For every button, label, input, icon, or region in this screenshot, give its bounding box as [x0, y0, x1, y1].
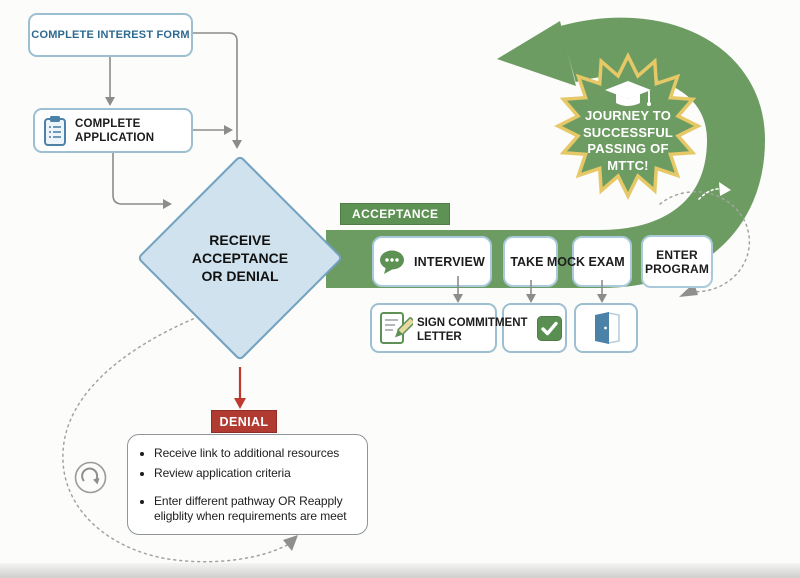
white-arrowhead — [719, 182, 731, 196]
graduation-cap-icon — [605, 81, 651, 106]
acceptance-tag: ACCEPTANCE — [340, 203, 451, 225]
enter-door-box — [574, 303, 638, 353]
acceptance-tag-label: ACCEPTANCE — [352, 207, 439, 221]
denial-option: Review application criteria — [154, 466, 361, 482]
step-interview: INTERVIEW — [372, 236, 492, 287]
interest-form-label: COMPLETE INTEREST FORM — [31, 29, 190, 41]
retry-loop-icon — [74, 461, 107, 494]
denial-options-box: Receive link to additional resources Rev… — [127, 434, 368, 535]
application-label: COMPLETE APPLICATION — [75, 117, 155, 144]
chat-bubble-icon — [379, 250, 404, 274]
step-complete-application: COMPLETE APPLICATION — [33, 108, 193, 153]
mock-exam-label: TAKE MOCK EXAM — [510, 254, 625, 269]
checkmark-icon — [537, 315, 562, 341]
page-edge-shadow — [0, 563, 800, 578]
white-dotted-arrow — [698, 188, 722, 200]
decision-label: RECEIVE ACCEPTANCE OR DENIAL — [191, 232, 289, 284]
clipboard-icon — [44, 115, 66, 146]
step-sign-commitment-letter — [370, 303, 497, 353]
open-door-icon — [595, 312, 620, 344]
denial-options-list: Receive link to additional resources Rev… — [130, 446, 361, 525]
commitment-letter-label: SIGN COMMITMENT LETTER — [417, 317, 528, 343]
denial-option: Enter different pathway OR Reapply eligb… — [154, 494, 361, 526]
denial-tag: DENIAL — [211, 410, 277, 433]
denial-arrowhead — [234, 398, 246, 409]
goal-label: JOURNEY TO SUCCESSFUL PASSING OF MTTC! — [582, 108, 674, 173]
step-enter-program: ENTER PROGRAM — [641, 235, 713, 288]
signature-document-icon — [380, 312, 413, 344]
interview-label: INTERVIEW — [413, 254, 486, 269]
swoosh-arrowhead — [497, 21, 576, 86]
retry-loop-arrowhead — [283, 535, 298, 551]
step-complete-interest-form: COMPLETE INTEREST FORM — [28, 13, 193, 57]
commitment-check-box — [502, 303, 567, 353]
denial-tag-label: DENIAL — [219, 414, 269, 429]
denial-option: Receive link to additional resources — [154, 446, 361, 462]
